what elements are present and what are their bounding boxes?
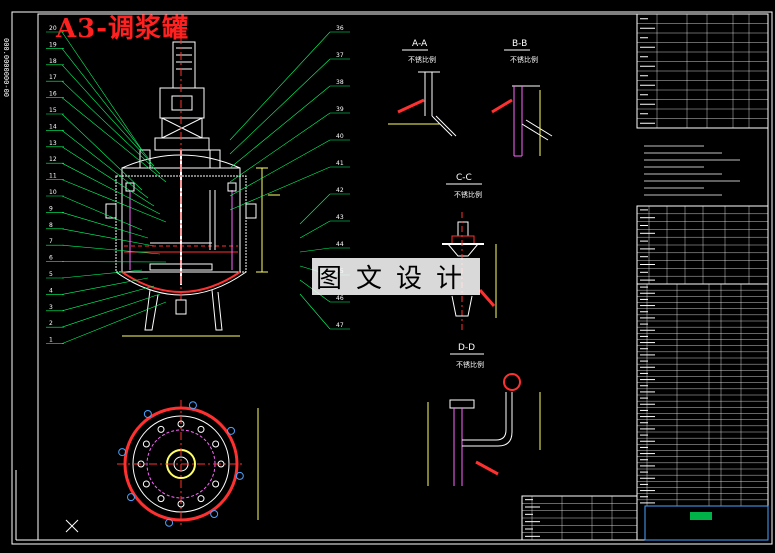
- callout-number: 17: [49, 74, 57, 81]
- vessel-plan-view: [117, 400, 258, 528]
- ucs-axis-icon: [16, 470, 78, 540]
- callout-number: 46: [336, 295, 344, 302]
- pressure-gauge-icon: [504, 374, 520, 390]
- plan-nozzle: [143, 481, 149, 487]
- section-cc-label: C-C: [456, 173, 472, 183]
- section-bb-label: B-B: [512, 39, 527, 49]
- callout-number: 12: [49, 156, 57, 163]
- plan-nozzle: [213, 441, 219, 447]
- callout-number: 1: [49, 337, 53, 344]
- section-dd-label: D-D: [458, 343, 475, 353]
- callout-number: 7: [49, 238, 53, 245]
- callout-number: 14: [49, 123, 57, 130]
- callout-number: 11: [49, 173, 57, 180]
- motor: [173, 42, 195, 88]
- plan-lug: [166, 519, 173, 526]
- plan-lug: [189, 402, 196, 409]
- mounting-flange: [155, 138, 209, 150]
- section-c-c: C-C 不锈比例: [442, 173, 496, 330]
- nozzle-side-left: [106, 204, 116, 218]
- section-bb-note: 不锈比例: [510, 55, 538, 64]
- technical-requirements: [644, 146, 740, 195]
- callout-number: 43: [336, 214, 344, 221]
- callout-number: 44: [336, 241, 344, 248]
- plan-lug: [119, 449, 126, 456]
- plan-nozzle: [198, 496, 204, 502]
- section-aa-note: 不锈比例: [408, 55, 436, 64]
- plan-nozzle: [213, 481, 219, 487]
- callout-number: 36: [336, 25, 344, 32]
- watermark: 图文设计: [312, 258, 480, 295]
- section-cc-note: 不锈比例: [454, 190, 482, 199]
- nozzle-side-right: [246, 204, 256, 218]
- plan-lug: [144, 410, 151, 417]
- bottom-outlet: [176, 300, 186, 314]
- callout-number: 8: [49, 222, 53, 229]
- callout-number: 4: [49, 287, 53, 294]
- title-block: [522, 14, 768, 540]
- callout-number: 15: [49, 107, 57, 114]
- plan-lug: [236, 472, 243, 479]
- bill-of-materials: [637, 284, 768, 540]
- callout-number: 9: [49, 205, 53, 212]
- callout-number: 41: [336, 160, 344, 167]
- plan-nozzle: [198, 426, 204, 432]
- plan-nozzle: [158, 426, 164, 432]
- vessel-front-view: [106, 36, 280, 336]
- plan-lug: [211, 511, 218, 518]
- section-a-a: A-A 不锈比例: [388, 39, 456, 136]
- plan-lug: [127, 494, 134, 501]
- callout-number: 39: [336, 106, 344, 113]
- section-b-b: B-B 不锈比例: [492, 39, 552, 156]
- plan-nozzle: [158, 496, 164, 502]
- callout-number: 37: [336, 52, 344, 59]
- callout-number: 6: [49, 255, 53, 262]
- callout-number: 38: [336, 79, 344, 86]
- title-box: [645, 506, 768, 540]
- leg-left: [145, 290, 158, 330]
- drawing-title: A3-调浆罐: [56, 8, 189, 45]
- callout-number: 2: [49, 320, 53, 327]
- callout-number: 47: [336, 322, 344, 329]
- drawing-stamp: 000.0000000-00: [2, 38, 10, 97]
- section-dd-note: 不锈比例: [456, 360, 484, 369]
- callout-number: 10: [49, 189, 57, 196]
- plan-lug: [228, 427, 235, 434]
- section-d-d: D-D 不锈比例: [428, 343, 540, 486]
- leg-right: [212, 290, 222, 330]
- gearbox: [160, 88, 204, 118]
- plan-nozzle: [143, 441, 149, 447]
- callout-number: 5: [49, 271, 53, 278]
- section-aa-label: A-A: [412, 39, 428, 49]
- callout-number: 13: [49, 140, 57, 147]
- callout-number: 40: [336, 133, 344, 140]
- callout-number: 42: [336, 187, 344, 194]
- callout-number: 16: [49, 91, 57, 98]
- callout-number: 18: [49, 58, 57, 65]
- callout-number: 3: [49, 304, 53, 311]
